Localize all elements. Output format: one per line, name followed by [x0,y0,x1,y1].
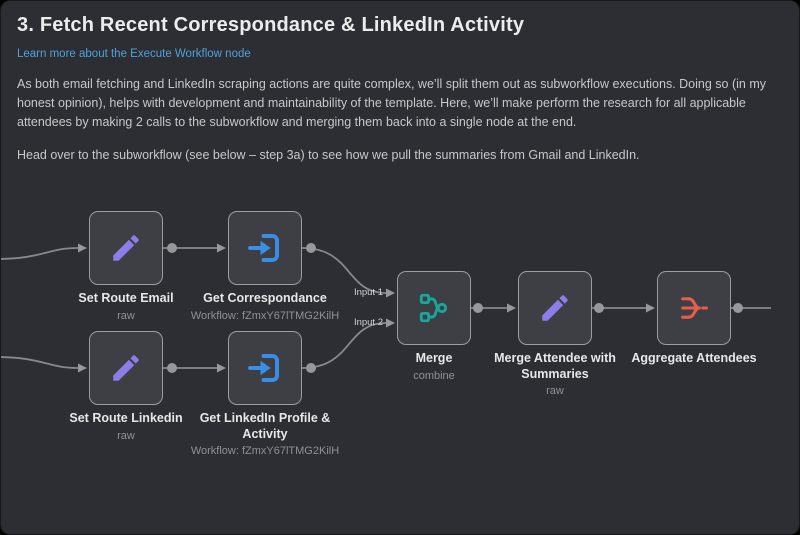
pencil-icon [113,235,139,261]
page-title: 3. Fetch Recent Correspondance & LinkedI… [17,14,525,36]
node-subtitle: raw [546,385,564,398]
node-title: Set Route Linkedin [69,411,183,425]
connection-profile-to-merge [301,322,387,369]
learn-more-link[interactable]: Learn more about the Execute Workflow no… [17,48,251,60]
node-subtitle: Workflow: fZmxY67lTMG2KilH [190,445,340,458]
merge-input-2-label: Input 2 [353,317,383,328]
node-label-get-linkedin-profile: Get LinkedIn Profile & Activity Workflow… [185,411,345,459]
node-subtitle: raw [117,309,135,322]
node-get-linkedin-profile[interactable] [228,331,302,405]
merge-input-1-label: Input 1 [353,287,383,298]
node-subtitle: Workflow: fZmxY67lTMG2KilH [190,309,340,322]
node-subtitle: raw [117,429,135,442]
node-merge[interactable] [397,271,471,345]
node-subtitle: combine [413,369,455,382]
doc-header: 3. Fetch Recent Correspondance & LinkedI… [1,1,799,165]
node-label-set-route-email: Set Route Email raw [46,291,206,323]
node-title: Merge [415,351,453,365]
node-set-route-email[interactable] [89,211,163,285]
node-title: Get LinkedIn Profile & Activity [199,411,331,441]
node-get-correspondance[interactable] [228,211,302,285]
merge-icon [419,293,448,323]
connection-edge-to-set-route-linkedin [1,356,79,369]
aggregate-icon [681,297,709,319]
node-title: Get Correspondance [203,291,327,305]
node-set-route-linkedin[interactable] [89,331,163,405]
node-label-set-route-linkedin: Set Route Linkedin raw [46,411,206,443]
paragraph-1: As both email fetching and LinkedIn scra… [17,77,766,129]
connection-correspondance-to-merge [301,247,387,294]
node-label-merge: Merge combine [354,351,514,383]
node-merge-attendee[interactable] [518,271,592,345]
paragraph-2: Head over to the subworkflow (see below … [17,148,640,163]
pencil-icon [113,355,139,381]
node-title: Set Route Email [78,291,174,305]
pencil-icon [542,295,568,321]
node-title: Merge Attendee with Summaries [494,351,616,381]
node-title: Aggregate Attendees [631,351,757,365]
node-label-aggregate: Aggregate Attendees [614,351,774,370]
node-label-get-correspondance: Get Correspondance Workflow: fZmxY67lTMG… [185,291,345,323]
execute-workflow-icon [248,354,279,382]
node-aggregate[interactable] [657,271,731,345]
connection-edge-to-set-route-email [1,247,79,260]
node-label-merge-attendee: Merge Attendee with Summaries raw [475,351,635,399]
execute-workflow-icon [248,234,279,262]
